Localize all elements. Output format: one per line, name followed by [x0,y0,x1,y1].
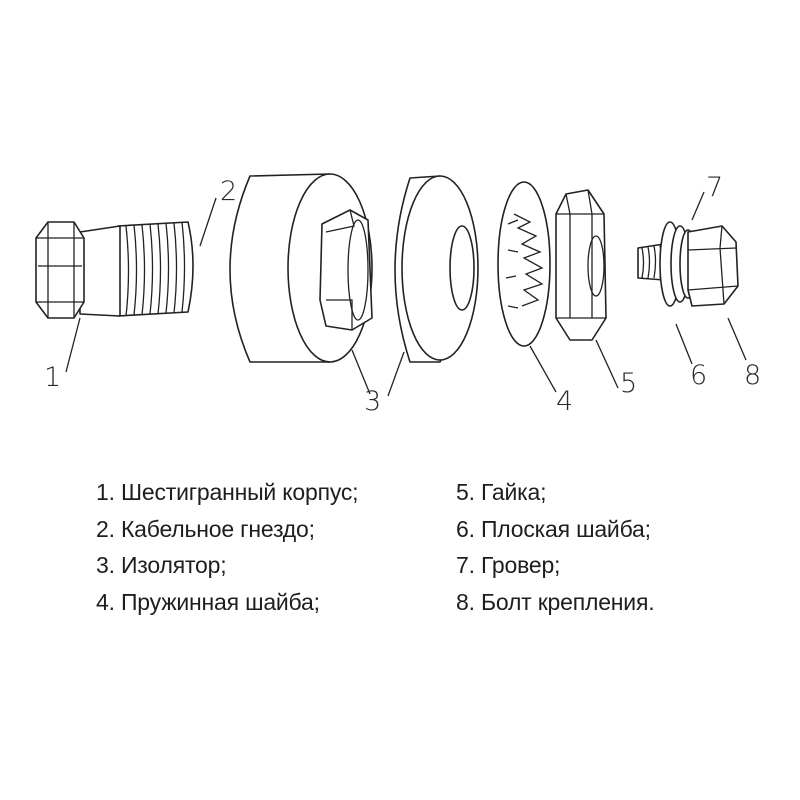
callout-3: 3 [364,386,381,417]
legend-item-1: 1. Шестигранный корпус; [96,479,359,505]
legend-item-4: 4. Пружинная шайба; [96,588,320,615]
nut-part [555,189,607,341]
callout-7: 7 [706,172,723,203]
bolt-assembly-part [637,221,739,307]
callout-2: 2 [220,176,237,207]
legend-item-2: 2. Кабельное гнездо; [96,515,315,542]
legend-item-8: 8. Болт крепления. [456,588,655,615]
hex-body-part [35,221,194,319]
callout-4: 4 [556,386,573,417]
legend-item-5: 5. Гайка; [456,479,547,505]
legend-item-7: 7. Гровер; [456,552,561,578]
leader-lines [65,191,747,397]
cable-socket-part [229,173,373,363]
callout-8: 8 [744,360,761,391]
spring-washer-part [497,181,551,347]
legend-item-3: 3. Изолятор; [96,552,227,578]
legend-item-6: 6. Плоская шайба; [456,515,651,542]
callout-6: 6 [690,360,707,391]
legend-left-column: 1. Шестигранный корпус; 2. Кабельное гне… [96,474,359,620]
callout-5: 5 [620,368,637,399]
legend-right-column: 5. Гайка; 6. Плоская шайба; 7. Гровер; 8… [456,474,655,620]
callout-1: 1 [44,362,61,393]
insulator-part [394,175,479,363]
